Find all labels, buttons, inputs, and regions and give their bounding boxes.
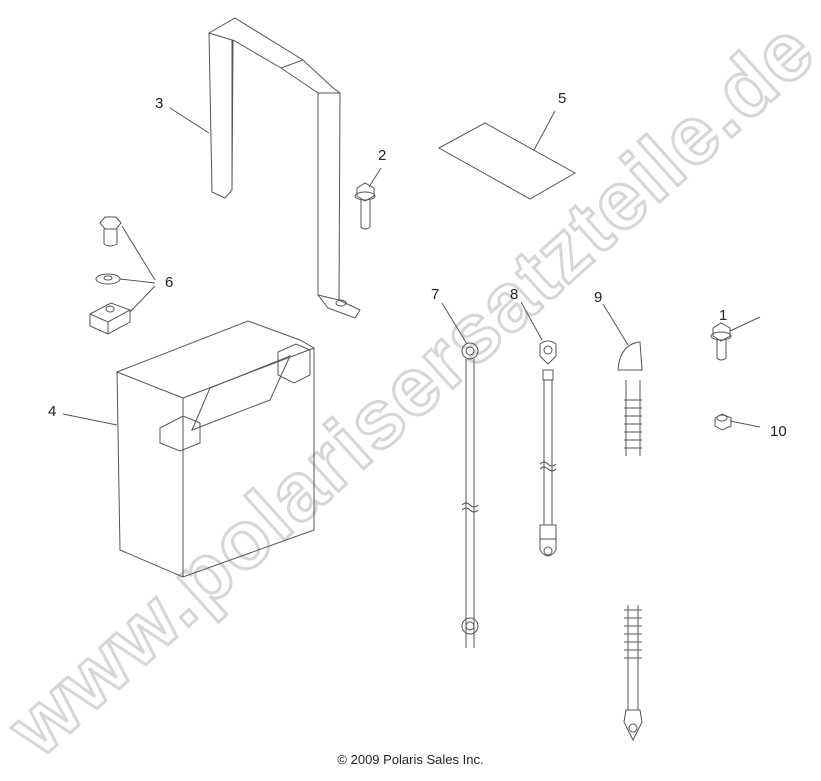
flange-bolt-1: [710, 322, 732, 361]
copyright-notice: © 2009 Polaris Sales Inc.: [337, 752, 484, 767]
terminal-boot-cable-9: [617, 341, 643, 742]
label-decal: [437, 122, 577, 200]
battery: [116, 320, 315, 578]
callout-10: 10: [770, 423, 787, 440]
callout-2: 2: [378, 147, 387, 164]
callout-7: 7: [431, 286, 440, 303]
callout-8: 8: [510, 286, 519, 303]
leader-lines: [62, 107, 761, 428]
callout-4: 4: [48, 403, 57, 420]
callout-1: 1: [719, 307, 728, 324]
flange-nut-10: [714, 413, 732, 431]
callout-9: 9: [594, 289, 603, 306]
flange-bolt-2: [354, 182, 376, 230]
callout-3: 3: [155, 95, 164, 112]
callout-5: 5: [558, 90, 567, 107]
callout-6: 6: [165, 274, 174, 291]
battery-cable-7: [461, 342, 479, 648]
battery-strap-bracket: [208, 17, 361, 319]
battery-cable-8: [539, 340, 557, 557]
hardware-kit-6: [89, 216, 131, 335]
